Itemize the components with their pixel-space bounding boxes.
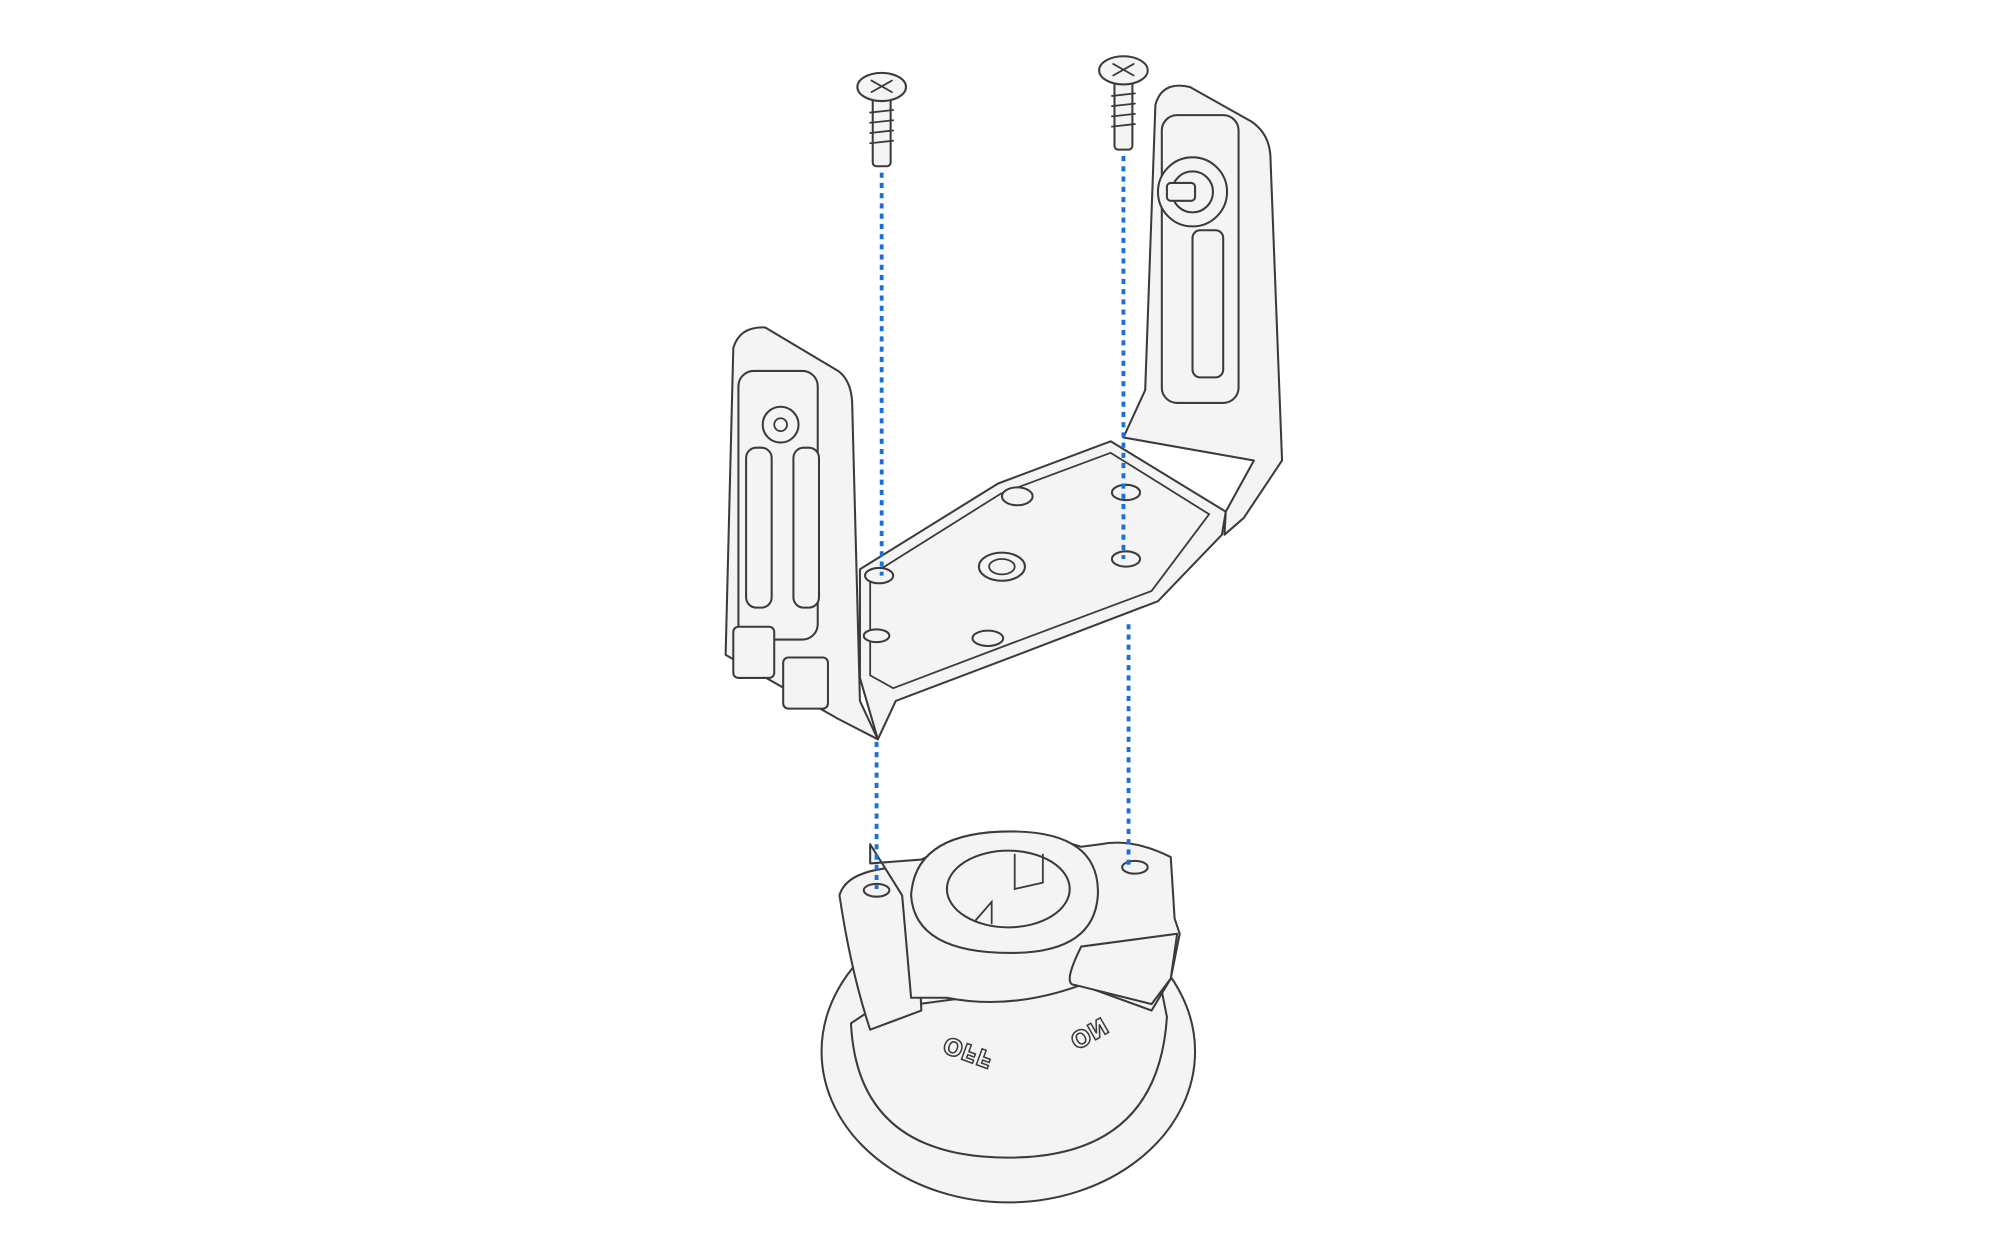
mounting-bracket: [724, 84, 1284, 741]
suction-cup-base: OFF ON: [820, 830, 1197, 1204]
screw-left: [856, 71, 908, 168]
alignment-guides: [874, 156, 1131, 890]
screw-right: [1098, 55, 1149, 151]
bracket-holes: [862, 483, 1142, 647]
